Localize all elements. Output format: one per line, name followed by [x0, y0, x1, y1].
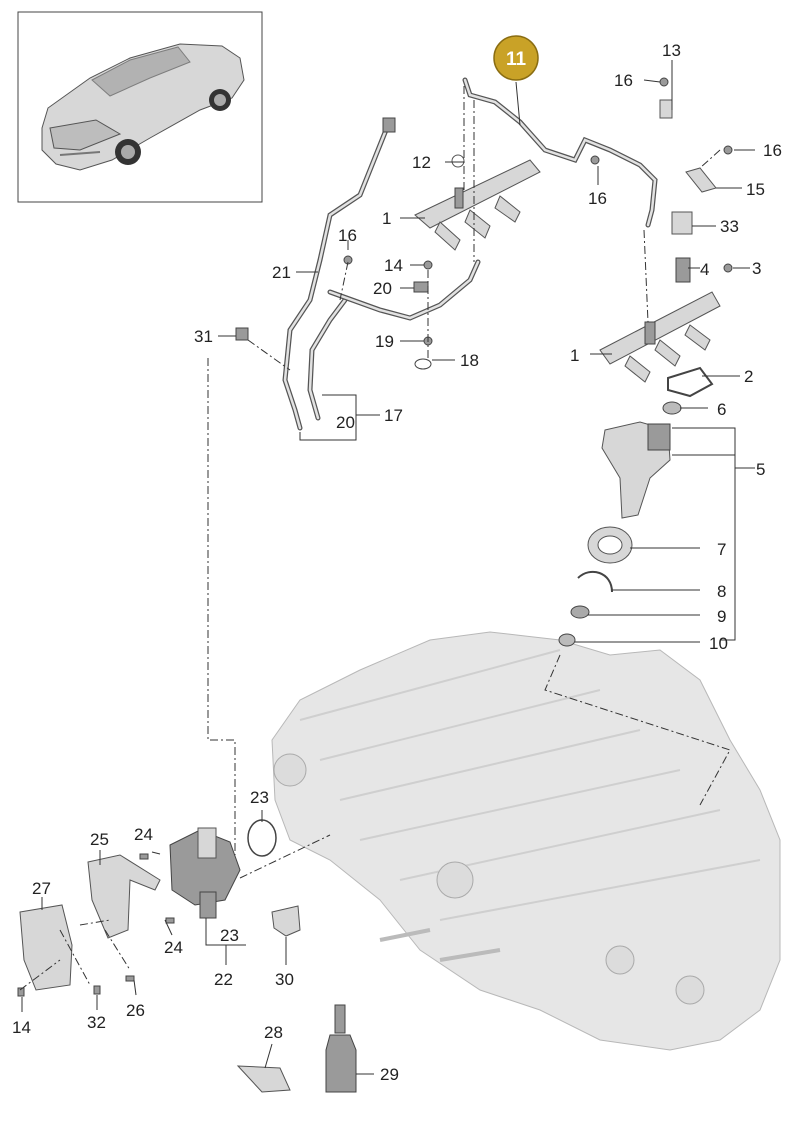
callout-5[interactable]: 5	[756, 460, 765, 479]
callout-32[interactable]: 32	[87, 1013, 106, 1032]
engine-block	[271, 631, 781, 1051]
callout-3[interactable]: 3	[752, 259, 761, 278]
paste-tube	[236, 1065, 291, 1093]
callout-29[interactable]: 29	[380, 1065, 399, 1084]
callout-2[interactable]: 2	[744, 367, 753, 386]
vehicle-thumbnail	[17, 11, 263, 203]
callout-28[interactable]: 28	[264, 1023, 283, 1042]
clip-30	[271, 905, 301, 937]
callout-21[interactable]: 21	[272, 263, 291, 282]
assembly-lines	[19, 86, 731, 991]
callout-12[interactable]: 12	[412, 153, 431, 172]
callout-16-mid[interactable]: 16	[588, 189, 607, 208]
callout-20-upper[interactable]: 20	[373, 279, 392, 298]
callout-33[interactable]: 33	[720, 217, 739, 236]
callout-17[interactable]: 17	[384, 406, 403, 425]
high-pressure-pump	[169, 827, 241, 919]
callout-labels: 1 1 2 3 4 5 6 7 8 9 10 12 13 14 14 15 16…	[12, 41, 782, 1084]
bottle	[325, 1004, 357, 1093]
callout-1-upper[interactable]: 1	[382, 209, 391, 228]
callout-18[interactable]: 18	[460, 351, 479, 370]
callout-24-lower[interactable]: 24	[164, 938, 183, 957]
callout-22[interactable]: 22	[214, 970, 233, 989]
callout-24-upper[interactable]: 24	[134, 825, 153, 844]
callout-16-top[interactable]: 16	[614, 71, 633, 90]
callout-16-right[interactable]: 16	[763, 141, 782, 160]
fuel-line-11	[462, 77, 658, 228]
callout-30[interactable]: 30	[275, 970, 294, 989]
heat-shield	[87, 854, 161, 939]
callout-16-left[interactable]: 16	[338, 226, 357, 245]
callout-13[interactable]: 13	[662, 41, 681, 60]
callout-9[interactable]: 9	[717, 607, 726, 626]
callout-31[interactable]: 31	[194, 327, 213, 346]
callout-25[interactable]: 25	[90, 830, 109, 849]
highlight-badge-11[interactable]: 11	[493, 35, 539, 81]
callout-14-upper[interactable]: 14	[384, 256, 403, 275]
callout-27[interactable]: 27	[32, 879, 51, 898]
callout-8[interactable]: 8	[717, 582, 726, 601]
callout-7[interactable]: 7	[717, 540, 726, 559]
cover-plate	[19, 904, 73, 991]
callout-20-lower[interactable]: 20	[336, 413, 355, 432]
callout-23-upper[interactable]: 23	[250, 788, 269, 807]
callout-15[interactable]: 15	[746, 180, 765, 199]
callout-10[interactable]: 10	[709, 634, 728, 653]
callout-19[interactable]: 19	[375, 332, 394, 351]
callout-26[interactable]: 26	[126, 1001, 145, 1020]
fuel-rail-left	[414, 159, 541, 251]
fuel-rail-right	[599, 291, 721, 383]
callout-11[interactable]: 11	[506, 49, 527, 70]
bolts-lower	[17, 853, 175, 997]
leader-lines	[21, 60, 755, 1075]
callout-1-lower[interactable]: 1	[570, 346, 579, 365]
callout-23-lower[interactable]: 23	[220, 926, 239, 945]
fuel-line-21	[282, 117, 481, 431]
o-ring-23	[247, 819, 277, 857]
injector-assembly	[558, 421, 671, 647]
callout-6[interactable]: 6	[717, 400, 726, 419]
callout-4[interactable]: 4	[700, 260, 709, 279]
callout-14-lower[interactable]: 14	[12, 1018, 31, 1037]
